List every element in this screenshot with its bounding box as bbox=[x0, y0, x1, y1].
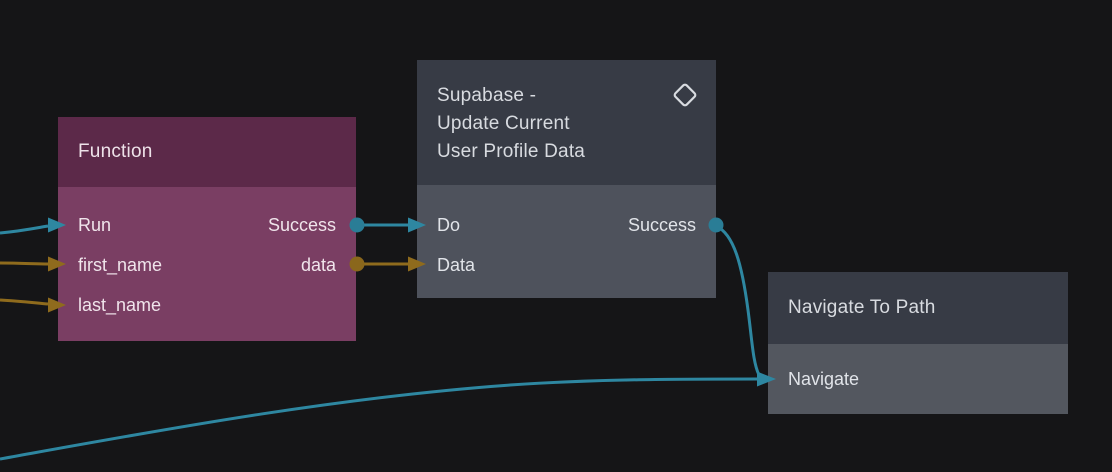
node-navigate-header[interactable]: Navigate To Path bbox=[768, 272, 1068, 344]
wire-offscreen-to-navigate[interactable] bbox=[0, 377, 759, 461]
node-navigate-body: Navigate bbox=[768, 344, 1068, 414]
node-navigate-title: Navigate To Path bbox=[788, 297, 936, 318]
node-navigate-to-path[interactable]: Navigate To Path Navigate bbox=[768, 272, 1068, 414]
title-line: User Profile Data bbox=[437, 141, 586, 162]
title-line: Supabase - bbox=[437, 85, 537, 106]
port-row: first_name data bbox=[58, 245, 356, 285]
wire-to-run[interactable] bbox=[0, 224, 49, 235]
wire-success-to-navigate[interactable] bbox=[715, 224, 761, 376]
arrowhead-last-name-input bbox=[48, 297, 66, 313]
output-port-data[interactable]: data bbox=[300, 254, 336, 275]
port-row: last_name bbox=[58, 285, 356, 325]
title-line: Update Current bbox=[437, 113, 570, 134]
arrowhead-navigate-input bbox=[757, 371, 776, 387]
arrowhead-data-input bbox=[408, 256, 426, 272]
port-row: Run Success bbox=[58, 205, 356, 245]
wire-to-last-name[interactable] bbox=[0, 298, 49, 306]
node-supabase-title: Supabase - Update Current User Profile D… bbox=[437, 60, 585, 166]
arrowhead-do-input bbox=[408, 217, 426, 233]
node-supabase-update-profile[interactable]: Supabase - Update Current User Profile D… bbox=[417, 60, 716, 298]
arrowhead-run-input bbox=[48, 217, 66, 233]
output-connector-data[interactable] bbox=[349, 256, 365, 272]
node-supabase-header[interactable]: Supabase - Update Current User Profile D… bbox=[417, 60, 716, 185]
output-port-success[interactable]: Success bbox=[627, 214, 696, 235]
node-function-title: Function bbox=[78, 141, 153, 162]
node-supabase-body: Do Success Data bbox=[417, 185, 716, 298]
wire-to-first-name[interactable] bbox=[0, 261, 49, 266]
node-function[interactable]: Function Run Success first_name data las… bbox=[58, 117, 356, 341]
input-port-navigate[interactable]: Navigate bbox=[788, 368, 860, 389]
output-connector-success[interactable] bbox=[349, 217, 365, 233]
port-row: Do Success bbox=[417, 205, 716, 245]
arrowhead-first-name-input bbox=[48, 256, 66, 272]
node-function-body: Run Success first_name data last_name bbox=[58, 187, 356, 341]
output-connector-supabase-success[interactable] bbox=[708, 217, 724, 233]
output-port-success[interactable]: Success bbox=[267, 214, 336, 235]
input-port-data[interactable]: Data bbox=[437, 254, 476, 275]
input-port-run[interactable]: Run bbox=[78, 214, 112, 235]
input-port-last-name[interactable]: last_name bbox=[78, 294, 162, 315]
port-row: Data bbox=[417, 245, 716, 285]
input-port-first-name[interactable]: first_name bbox=[78, 254, 163, 275]
port-row: Navigate bbox=[768, 359, 1068, 399]
diamond-icon bbox=[673, 83, 697, 107]
node-function-header[interactable]: Function bbox=[58, 117, 356, 187]
input-port-do[interactable]: Do bbox=[437, 214, 461, 235]
